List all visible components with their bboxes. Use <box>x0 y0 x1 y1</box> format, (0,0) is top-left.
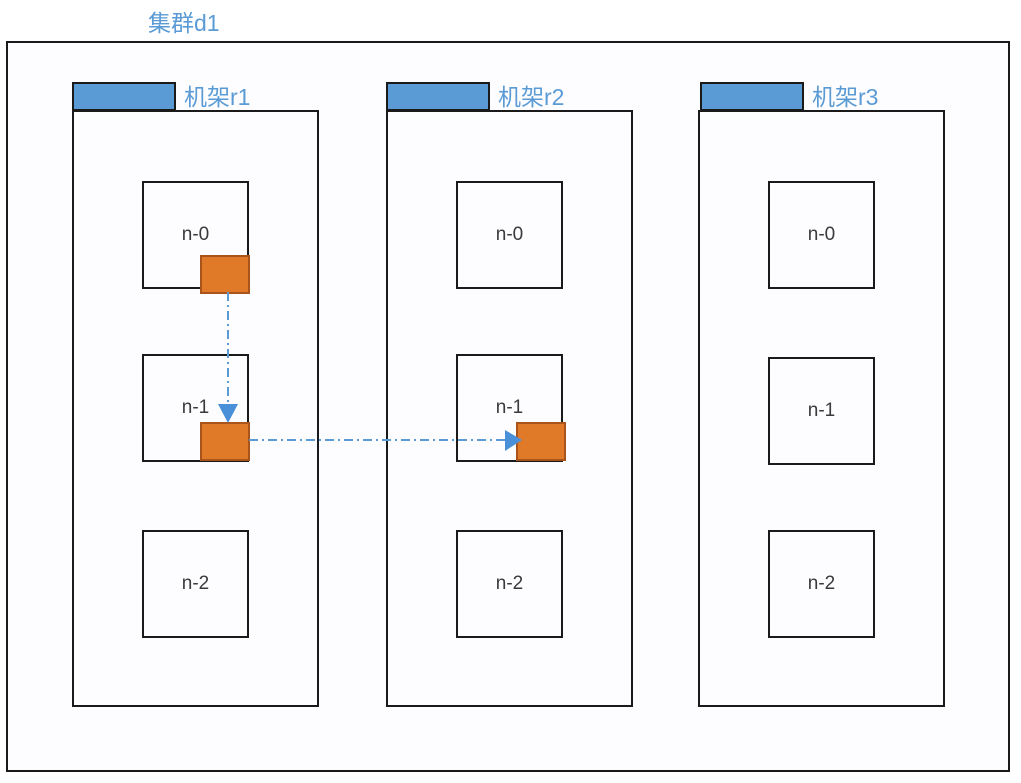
replica-r1-n-0[interactable] <box>200 255 250 294</box>
arrowhead-right-icon <box>505 430 522 451</box>
arrowhead-down-icon <box>218 404 238 423</box>
node-r3-n-1[interactable]: n-1 <box>768 357 875 465</box>
node-r2-n-2[interactable]: n-2 <box>456 530 563 638</box>
replica-r2-n-1[interactable] <box>516 422 566 461</box>
replica-r1-n-1[interactable] <box>200 422 250 461</box>
rack-label-r1: 机架r1 <box>184 84 251 110</box>
rack-label-r3: 机架r3 <box>812 84 879 110</box>
node-r1-n-2[interactable]: n-2 <box>142 530 249 638</box>
rack-label-r2: 机架r2 <box>498 84 565 110</box>
rack-header-r3 <box>700 82 804 111</box>
node-r2-n-0[interactable]: n-0 <box>456 181 563 289</box>
cluster-title: 集群d1 <box>148 10 220 36</box>
